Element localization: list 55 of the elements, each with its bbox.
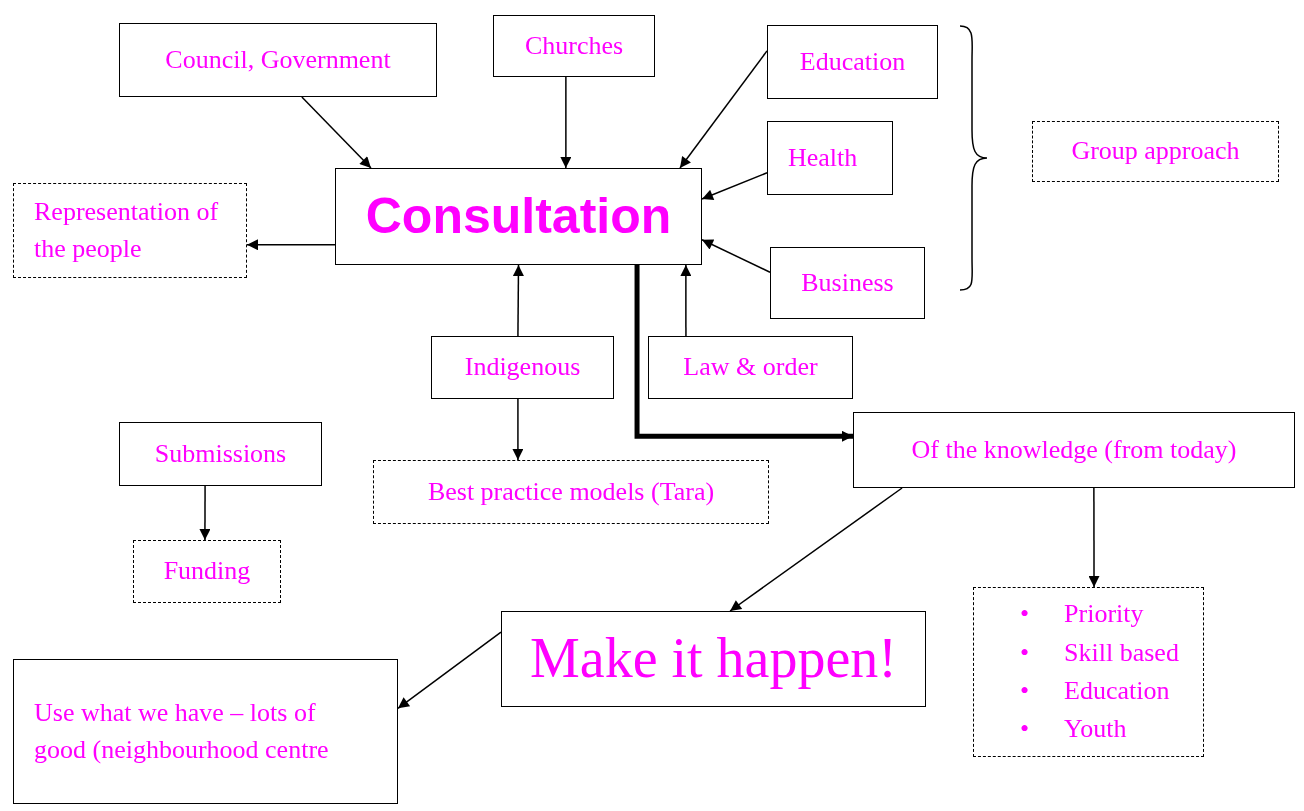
arrow (701, 172, 768, 200)
arrow (679, 50, 768, 169)
process-box (119, 23, 437, 97)
dashed-box (13, 183, 247, 278)
arrow (512, 398, 524, 461)
list-item: Skill based (1064, 636, 1179, 669)
dashed-box (373, 460, 769, 524)
node-text: Indigenous (463, 351, 582, 384)
list-item: Education (1064, 675, 1171, 707)
bullet: • (1020, 713, 1031, 746)
list-item: Youth (1064, 713, 1128, 746)
list-item: Priority (1064, 598, 1145, 631)
dashed-box (973, 587, 1204, 757)
node-text: Education (798, 45, 907, 78)
node-text: Use what we have – lots of good (neighbourhood centre (34, 697, 330, 766)
arrow (512, 264, 524, 337)
process-box (119, 422, 322, 486)
process-box (853, 412, 1295, 488)
bullet: • (1020, 598, 1031, 631)
node-text: Business (800, 266, 895, 299)
node-text: Of the knowledge (from today) (910, 433, 1238, 466)
node-text: Law & order (682, 351, 819, 384)
node-text: Council, Government (164, 43, 392, 76)
bullet: • (1020, 636, 1031, 669)
node-text: Representation of the people (34, 196, 220, 265)
process-box (13, 659, 398, 804)
arrow (680, 264, 692, 337)
dashed-box (133, 540, 281, 603)
process-box (767, 25, 938, 99)
arrow (729, 487, 903, 612)
node-text: Churches (523, 29, 625, 62)
process-box (648, 336, 853, 399)
node-text: Funding (162, 555, 252, 588)
process-box (335, 168, 702, 265)
bullet: • (1020, 675, 1031, 707)
process-box (501, 611, 926, 707)
node-text: Make it happen! (529, 628, 898, 690)
arrow (301, 96, 372, 169)
process-box (493, 15, 655, 77)
dashed-box (1032, 121, 1279, 182)
arrow (246, 239, 336, 251)
node-text: Group approach (1070, 135, 1241, 168)
arrow (634, 265, 853, 442)
arrow (701, 239, 771, 273)
process-box (767, 121, 893, 195)
arrow (199, 485, 211, 541)
node-text: Health (788, 141, 859, 174)
arrow (397, 631, 502, 710)
arrow (1088, 487, 1100, 588)
node-text: Best practice models (Tara) (426, 475, 716, 508)
node-text: Submissions (153, 437, 288, 470)
process-box (431, 336, 614, 399)
arrow (560, 76, 572, 169)
process-box (770, 247, 925, 319)
node-text: Consultation (364, 189, 673, 244)
